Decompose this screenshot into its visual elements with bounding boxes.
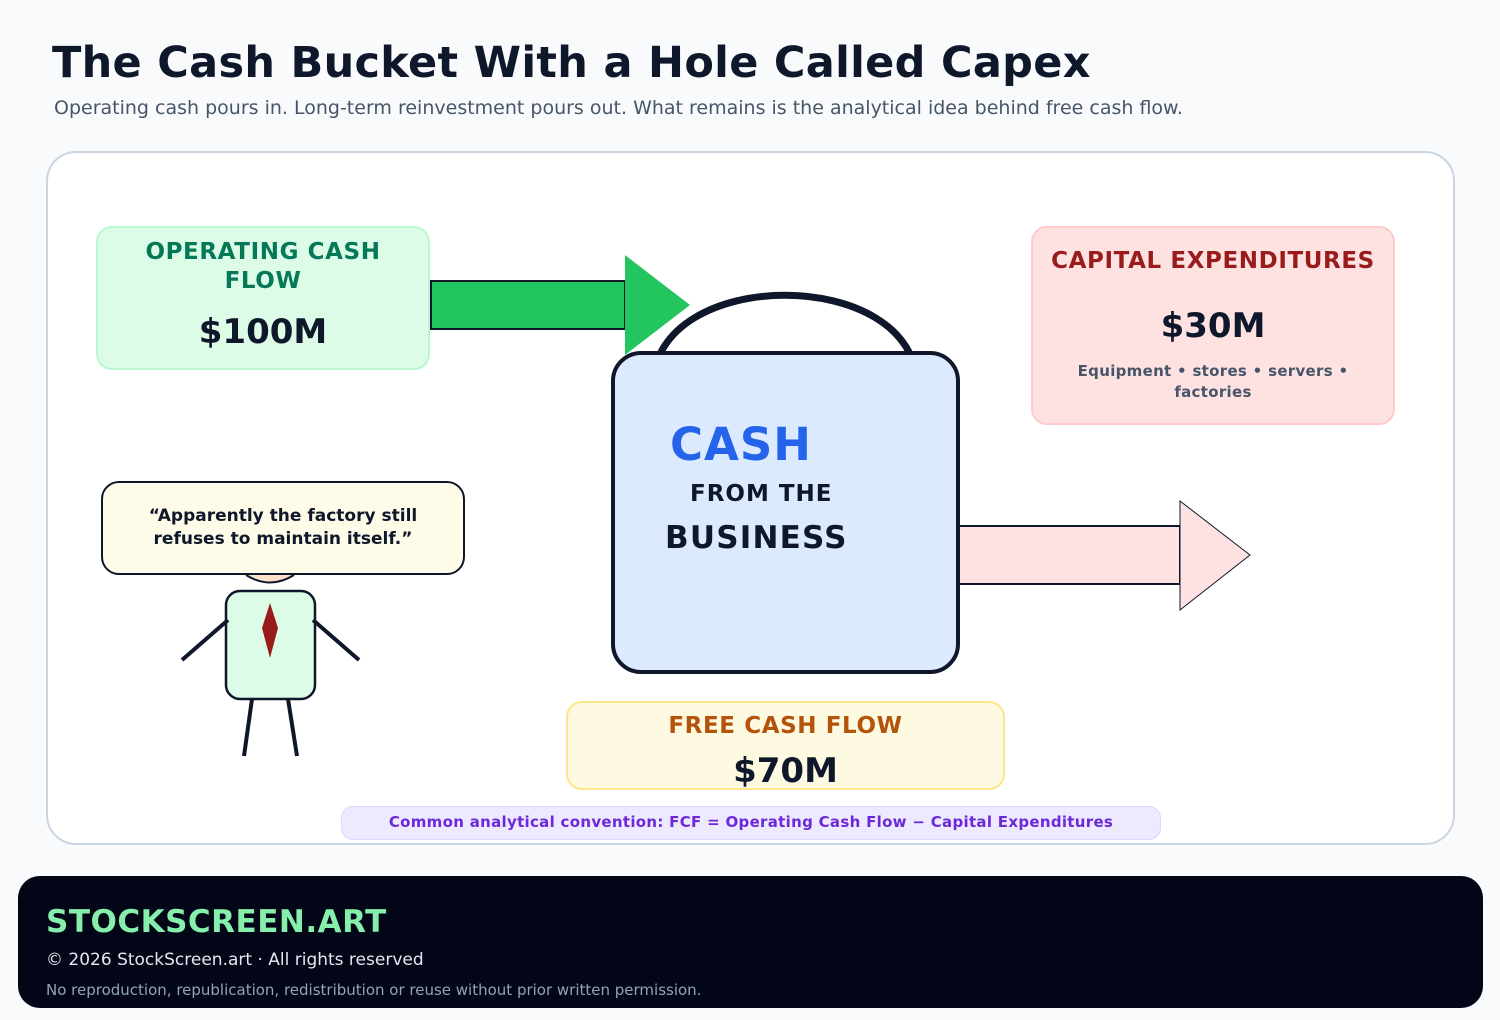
bucket-label-cash: CASH <box>670 418 812 471</box>
operating-cash-flow-label: OPERATING CASH FLOW <box>145 239 381 294</box>
footer-rights: No reproduction, republication, redistri… <box>46 981 702 999</box>
inflow-arrow <box>430 255 690 355</box>
speech-bubble: “Apparently the factory still refuses to… <box>101 481 465 575</box>
bucket-handle <box>649 291 921 387</box>
formula-banner: Common analytical convention: FCF = Oper… <box>341 806 1161 840</box>
free-cash-flow-label: FREE CASH FLOW <box>668 713 903 739</box>
capex-box: CAPITAL EXPENDITURES $30M Equipment • st… <box>1031 226 1395 425</box>
speech-bubble-text: “Apparently the factory still refuses to… <box>148 506 418 549</box>
page-subtitle: Operating cash pours in. Long-term reinv… <box>54 97 1183 119</box>
stick-figure <box>180 574 361 757</box>
page-title: The Cash Bucket With a Hole Called Capex <box>52 38 1091 88</box>
bucket-label-business: BUSINESS <box>665 520 848 556</box>
free-cash-flow-value: $70M <box>733 751 838 791</box>
outflow-arrow <box>930 499 1251 612</box>
footer-copyright: © 2026 StockScreen.art · All rights rese… <box>46 950 424 970</box>
operating-cash-flow-value: $100M <box>198 312 328 352</box>
footer: STOCKSCREEN.ART © 2026 StockScreen.art ·… <box>18 876 1483 1008</box>
capex-label: CAPITAL EXPENDITURES <box>1051 248 1375 274</box>
footer-brand: STOCKSCREEN.ART <box>46 904 387 940</box>
capex-note: Equipment • stores • servers • factories <box>1077 362 1349 401</box>
cash-bucket <box>611 351 960 674</box>
bucket-label-from: FROM THE <box>690 481 833 507</box>
free-cash-flow-box: FREE CASH FLOW $70M <box>566 701 1005 791</box>
capex-value: $30M <box>1160 306 1266 346</box>
operating-cash-flow-box: OPERATING CASH FLOW $100M <box>96 226 430 370</box>
